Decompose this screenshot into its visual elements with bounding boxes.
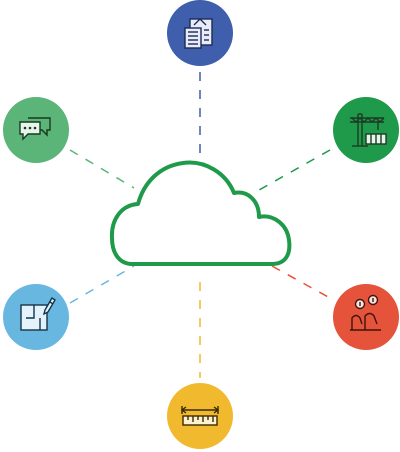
node-bottom[interactable] (167, 383, 233, 449)
building-document-icon (184, 18, 213, 49)
connectors (69, 72, 331, 378)
cloud-icon (109, 160, 292, 266)
hands-with-coins-icon (350, 294, 381, 331)
node-lower-left[interactable] (3, 284, 69, 350)
connector-upper-left (69, 149, 135, 189)
node-top[interactable] (167, 0, 233, 66)
ruler-measurement-icon (180, 406, 220, 426)
connector-upper-right (251, 149, 331, 195)
node-lower-right[interactable] (333, 284, 399, 350)
blueprint-pencil-icon (20, 297, 56, 331)
connector-lower-right (271, 265, 331, 299)
connector-lower-left (69, 265, 135, 304)
chat-bubbles-icon (19, 117, 51, 141)
node-upper-right[interactable] (333, 97, 399, 163)
construction-crane-icon (350, 113, 387, 147)
node-upper-left[interactable] (3, 97, 69, 163)
